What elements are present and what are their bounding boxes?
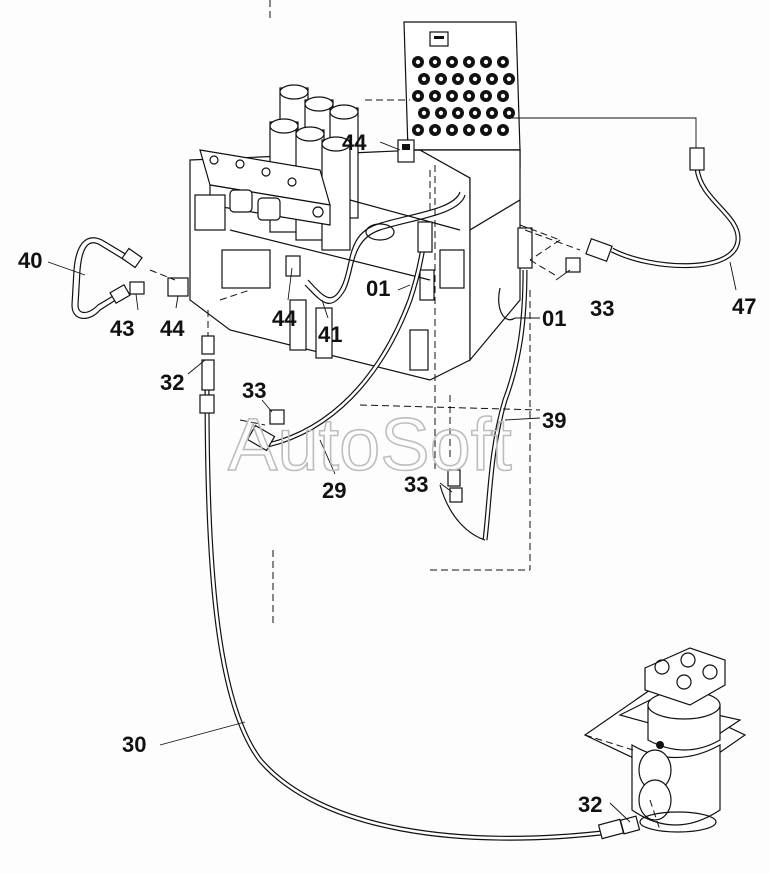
- port-bore: [472, 76, 478, 82]
- port-bore: [438, 110, 444, 116]
- label-39: 39: [542, 408, 566, 433]
- port-bore: [432, 93, 438, 99]
- label-30: 30: [122, 732, 146, 757]
- port-bore: [432, 127, 438, 133]
- pilot-valve-block: [403, 21, 521, 169]
- label-44-top: 44: [342, 130, 367, 155]
- port-bore: [449, 127, 455, 133]
- port-bore: [500, 59, 506, 65]
- label-44-left: 44: [160, 316, 185, 341]
- port-bore: [421, 76, 427, 82]
- port-bore: [483, 127, 489, 133]
- hose-39: [439, 227, 533, 541]
- clamp-01: [365, 223, 516, 321]
- hose-29: [246, 221, 433, 452]
- port-bore: [455, 76, 461, 82]
- port-bore: [483, 93, 489, 99]
- watermark-text: AutoSoft: [228, 403, 512, 486]
- port-bore: [438, 76, 444, 82]
- port-bore: [415, 127, 421, 133]
- label-01-right: 01: [542, 306, 566, 331]
- port-bore: [489, 110, 495, 116]
- port-bore: [455, 110, 461, 116]
- fitting-33: [269, 257, 581, 503]
- port-bore: [472, 110, 478, 116]
- port-bore: [500, 93, 506, 99]
- port-bore: [483, 59, 489, 65]
- hose-41: [285, 191, 466, 304]
- port-bore: [415, 59, 421, 65]
- label-41: 41: [318, 322, 342, 347]
- fitting-44-left: [167, 277, 189, 297]
- label-33-right: 33: [590, 296, 614, 321]
- label-40: 40: [18, 248, 42, 273]
- reference-lines: [149, 0, 661, 831]
- label-43: 43: [110, 316, 134, 341]
- port-bore: [506, 110, 512, 116]
- label-01-left: 01: [366, 276, 390, 301]
- label-33-bottom: 33: [404, 472, 428, 497]
- port-bore: [449, 93, 455, 99]
- port-bore: [500, 127, 506, 133]
- label-44-center: 44: [272, 306, 297, 331]
- port-bore: [466, 127, 472, 133]
- port-bore: [466, 93, 472, 99]
- fitting-32: [201, 335, 215, 355]
- port-bore: [506, 76, 512, 82]
- port-bore: [466, 59, 472, 65]
- hose-47: [510, 117, 741, 269]
- label-47: 47: [732, 294, 756, 319]
- hose-30: [199, 359, 641, 841]
- label-32-upper: 32: [160, 370, 184, 395]
- pipe-40: [71, 237, 143, 319]
- port-bore: [421, 110, 427, 116]
- fitting-44-top: [397, 139, 415, 163]
- label-32-lower: 32: [578, 792, 602, 817]
- port-bore: [432, 59, 438, 65]
- label-33-left: 33: [242, 378, 266, 403]
- label-29: 29: [322, 478, 346, 503]
- port-bore: [449, 59, 455, 65]
- port-bore: [489, 76, 495, 82]
- swivel-joint: [583, 647, 747, 833]
- leader-lines: [47, 141, 737, 823]
- fitting-43: [129, 281, 145, 295]
- port-bore: [415, 93, 421, 99]
